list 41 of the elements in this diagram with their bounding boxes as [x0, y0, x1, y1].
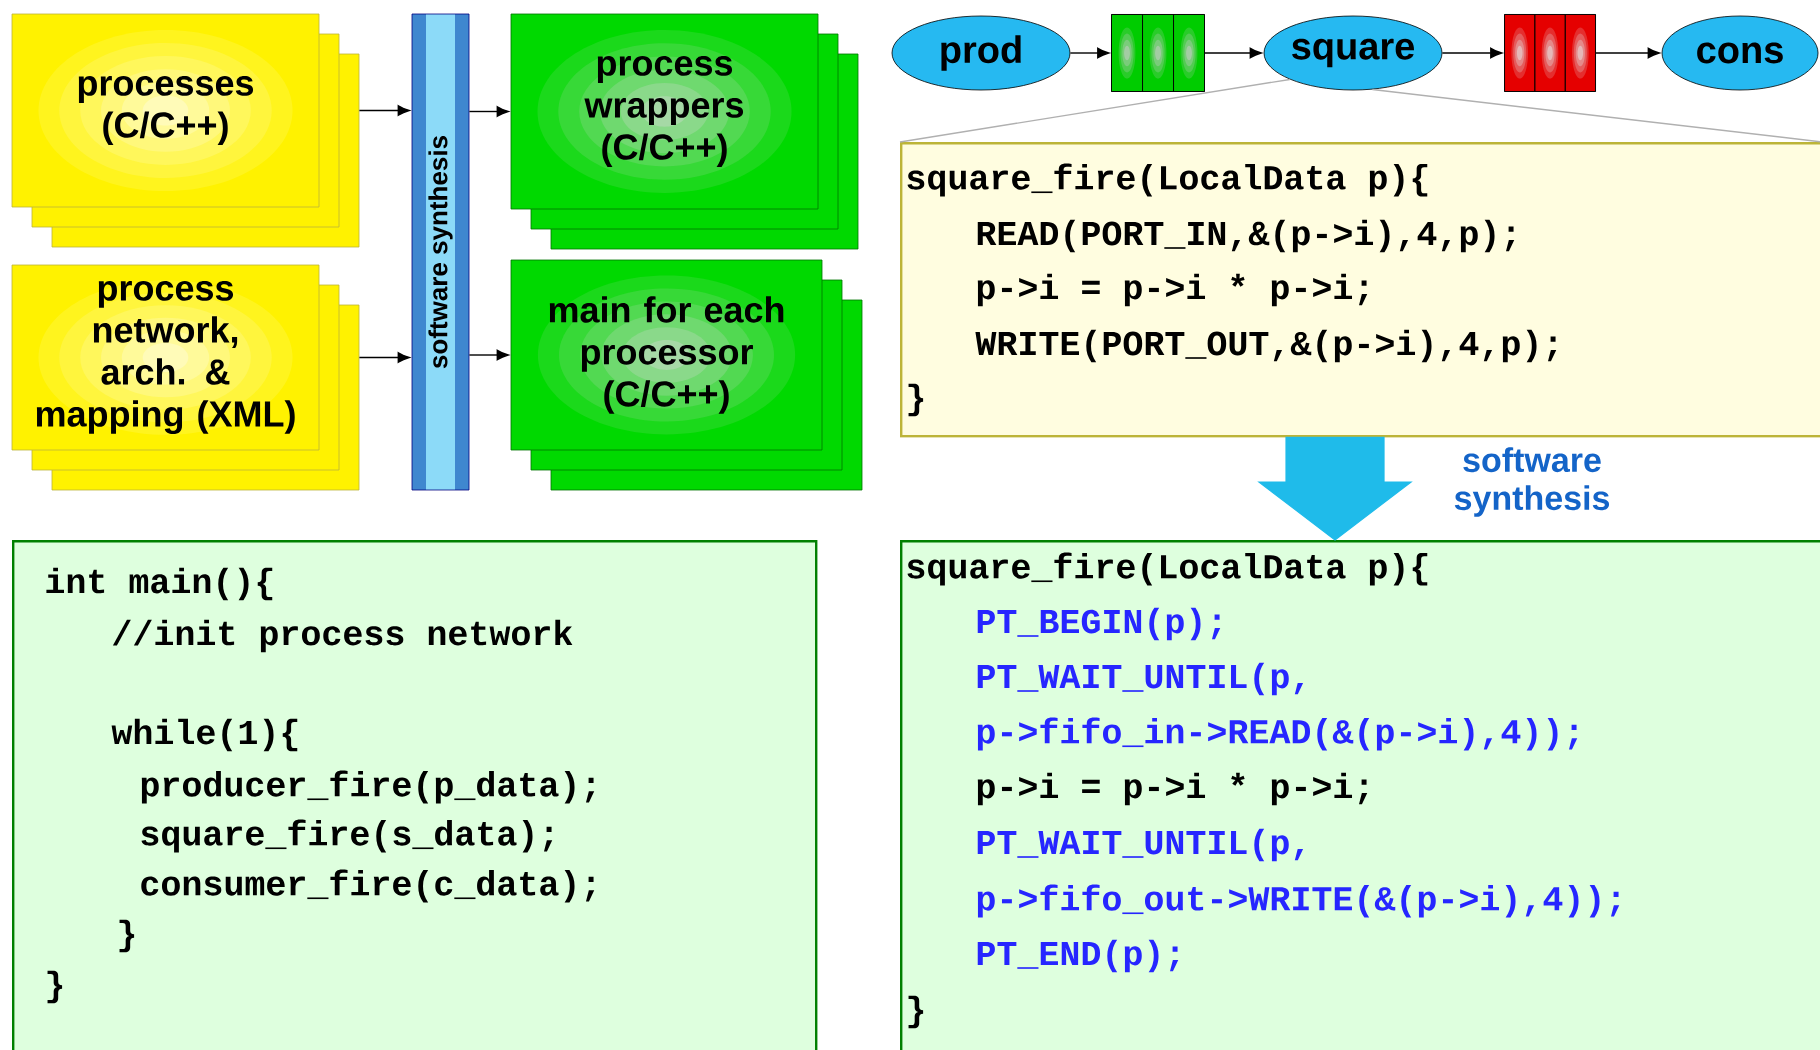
fifo-queue [1504, 14, 1596, 92]
code-line: PT_WAIT_UNTIL(p, [977, 828, 1304, 862]
code-line: READ(PORT_IN,&(p->i),4,p); [977, 219, 1515, 253]
code-line: } [47, 970, 63, 1004]
code-line: square_fire(s_data); [141, 819, 553, 853]
code-line: PT_BEGIN(p); [977, 607, 1221, 641]
code-line: square_fire(LocalData p){ [907, 552, 1428, 586]
code-line: WRITE(PORT_OUT,&(p->i),4,p); [975, 329, 1557, 363]
code-line: p->i = p->i * p->i; [977, 772, 1368, 806]
arrow [468, 106, 509, 117]
code-line: producer_fire(p_data); [141, 770, 595, 804]
arrow [468, 349, 509, 361]
code-line: consumer_fire(c_data); [141, 869, 595, 903]
stacked-box: main for each processor (C/C++) [510, 259, 863, 491]
arrow [1069, 47, 1110, 59]
stacked-box: process network, arch. & mapping (XML) [11, 264, 360, 491]
stacked-box: processes (C/C++) [11, 13, 360, 248]
edge-label: software synthesis [1440, 445, 1624, 519]
block-arrow [1257, 436, 1413, 541]
code-line: p->i = p->i * p->i; [977, 273, 1368, 307]
stacked-box: process wrappers (C/C++) [510, 13, 859, 250]
arrow [358, 105, 410, 116]
arrow [1595, 47, 1660, 59]
code-line: p->fifo_out->WRITE(&(p->i),4)); [977, 884, 1620, 918]
synthesis-bar: software synthesis [411, 13, 470, 491]
code-line: int main(){ [46, 567, 273, 601]
arrow [358, 352, 410, 363]
zoom-line [1371, 88, 1820, 143]
arrow [1441, 47, 1503, 59]
code-line: } [119, 919, 135, 953]
code-line: PT_END(p); [977, 939, 1179, 973]
code-line: PT_WAIT_UNTIL(p, [977, 662, 1304, 696]
code-line: while(1){ [111, 718, 298, 752]
zoom-line [899, 78, 1291, 143]
code-line: //init process network [112, 619, 573, 653]
arrow [1204, 47, 1262, 59]
code-line: p->fifo_in->READ(&(p->i),4)); [977, 717, 1578, 751]
fifo-queue [1111, 14, 1205, 92]
code-line: } [908, 383, 924, 417]
code-line: square_fire(LocalData p){ [907, 163, 1428, 197]
code-line: } [908, 995, 924, 1029]
